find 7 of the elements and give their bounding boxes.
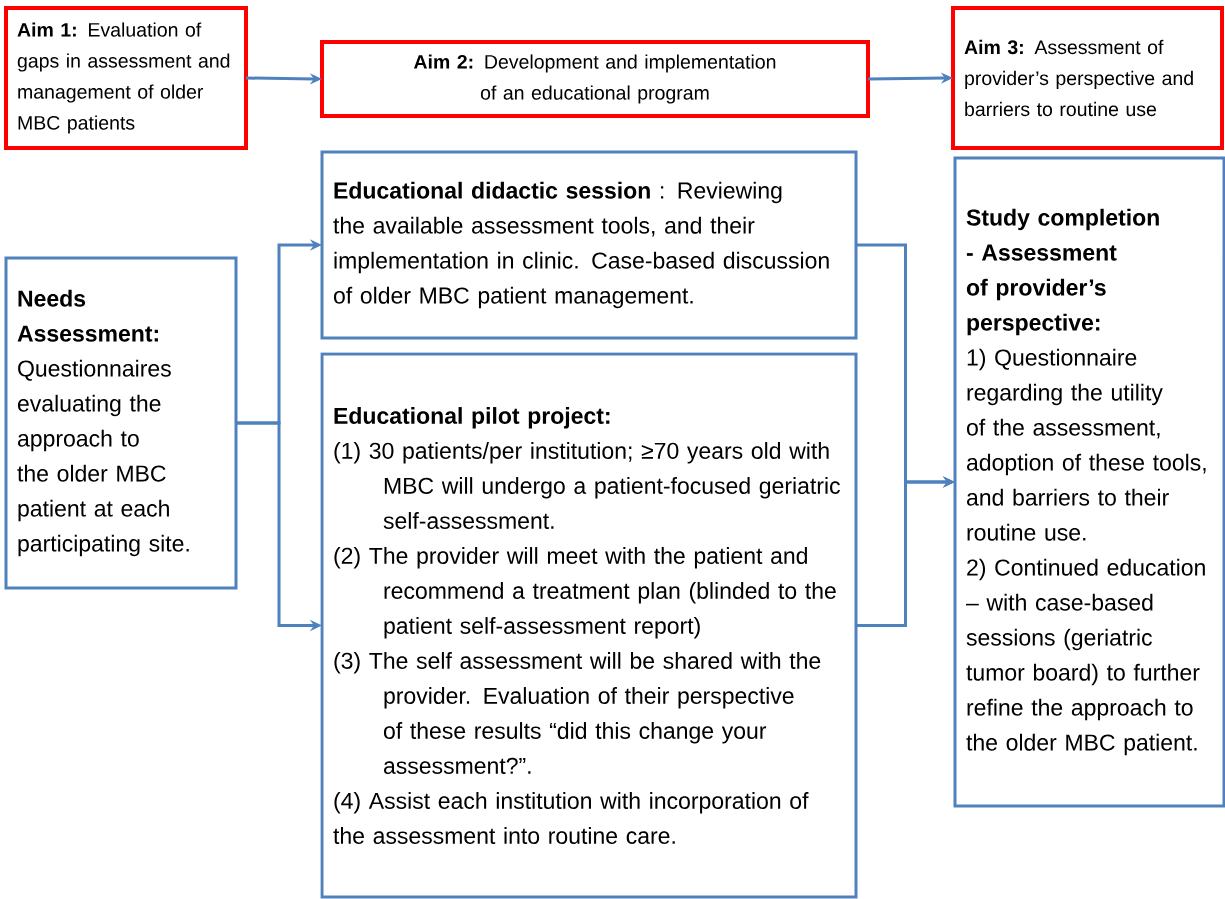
process-box: Study completion - Assessment of provider’s perspective: 1) Questionnaire regarding the utility of the assessment, adoption of these tools, and barriers to their routine use. 2) Continued education – with case-based sessions (geriatric tumor board) to further refine the approach to the older MBC patient. <box>953 156 1225 808</box>
process-box: Educational pilot project: (1) 30 patients/per institution; ≥70 years old with MBC will undergo a patient-focused geriatric self-assessment. (2) The provider will meet with the patient and recommend a treatment plan (blinded to the patient self-assessment report) (3) The self assessment will be shared with the provider. Evaluation of their perspective of these results “did this change your assessment?”. (4) Assist each institution with incorporation of the assessment into routine care. <box>320 352 858 899</box>
process-box: Aim 3: Assessment of provider’s perspective and barriers to routine use <box>951 6 1224 150</box>
process-box: Educational didactic session : Reviewing the available assessment tools, and their implementation in clinic. Case-based discussion of older MBC patient management. <box>320 150 858 340</box>
process-box: Needs Assessment: Questionnaires evaluating the approach to the older MBC patient at each participating site. <box>4 256 238 590</box>
process-box: Aim 1: Evaluation of gaps in assessment and management of older MBC patients <box>4 6 248 150</box>
process-box: Aim 2: Development and implementation of an educational program <box>320 40 870 118</box>
